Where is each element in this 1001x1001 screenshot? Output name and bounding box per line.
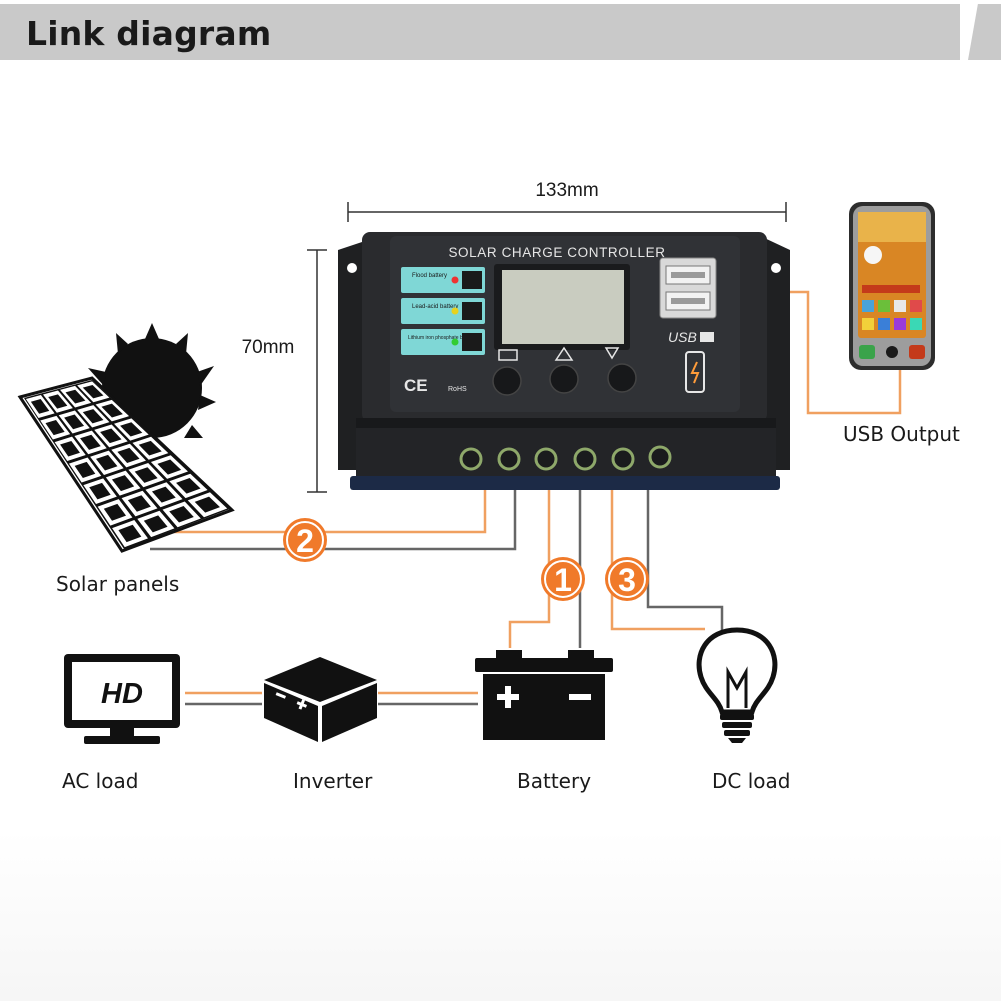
solar-cell-inner [100, 428, 122, 444]
up-button[interactable] [549, 364, 579, 394]
phone-charge-icon [685, 351, 705, 393]
solar-charge-controller: SOLAR CHARGE CONTROLLER Flood battery Le… [338, 232, 790, 490]
height-dimension: 70mm [242, 249, 327, 493]
badge-2-number: 2 [296, 523, 314, 559]
solar-cell-inner [65, 389, 86, 404]
usb-ports [659, 257, 717, 319]
solar-cell-inner [111, 475, 135, 492]
solar-cell-inner [127, 495, 151, 512]
battery-type-flood: Flood battery [412, 273, 447, 279]
solar-cell-inner [120, 422, 143, 437]
solar-cell-inner [151, 486, 176, 503]
terminals [459, 445, 672, 471]
solar-cell-inner [176, 478, 201, 494]
menu-button[interactable] [492, 366, 522, 396]
battery-label: Battery [517, 769, 592, 793]
solar-cell-inner [64, 414, 85, 430]
height-dimension-label: 70mm [242, 337, 295, 358]
solar-cell-inner [138, 440, 162, 456]
battery-icon-device [475, 650, 613, 740]
usb-mark: USB [668, 329, 697, 345]
down-button[interactable] [607, 363, 637, 393]
connection-badge-2: 2 [283, 518, 327, 562]
battery-type-lead-acid: Lead-acid battery [412, 304, 458, 310]
solar-cell-inner [118, 524, 142, 543]
connection-badge-3: 3 [605, 557, 649, 601]
rohs-mark: RoHS [448, 386, 467, 393]
solar-cell-inner [30, 399, 50, 414]
ac-load-label: AC load [62, 769, 139, 793]
solar-cell-inner [134, 467, 158, 483]
solar-cell-inner [82, 385, 104, 399]
monitor-hd-text: HD [101, 678, 143, 710]
light-bulb-icon [696, 627, 778, 743]
solar-panel-icon [17, 376, 235, 553]
solar-cell-inner [89, 482, 111, 500]
header-background [0, 4, 960, 60]
connection-badge-1: 1 [541, 557, 585, 601]
lcd-screen [502, 270, 624, 344]
solar-cell-inner [74, 461, 96, 478]
inverter-icon [264, 657, 377, 742]
terminal-block [356, 418, 776, 488]
solar-cell-inner [194, 496, 220, 513]
terminal-1 [459, 447, 483, 471]
terminal-6 [648, 445, 672, 469]
inverter-label: Inverter [293, 769, 373, 793]
solar-cell-inner [48, 394, 68, 409]
width-dimension-label: 133mm [535, 180, 598, 201]
solar-cell-inner [96, 454, 118, 471]
solar-cell-inner [82, 409, 104, 424]
usb-output-label: USB Output [843, 422, 960, 446]
badge-3-number: 3 [618, 562, 636, 598]
battery-type-lithium: Lithium iron phosphate battery [408, 335, 476, 341]
solar-cell-inner [157, 459, 182, 475]
header-bar: Link diagram [0, 4, 1001, 60]
solar-cell-inner [80, 434, 101, 450]
width-dimension: 133mm [347, 180, 787, 222]
up-arrow-icon [554, 346, 574, 361]
solar-cell-inner [143, 515, 168, 533]
monitor-icon: HD [64, 654, 180, 744]
phone-icon [849, 202, 935, 370]
terminal-5 [611, 447, 635, 471]
solar-cell-inner [169, 506, 194, 523]
controller-title: SOLAR CHARGE CONTROLLER [448, 245, 665, 260]
ce-mark: CE [404, 376, 428, 395]
down-arrow-icon [604, 347, 620, 360]
terminal-2 [497, 447, 521, 471]
solar-panels-label: Solar panels [56, 572, 180, 596]
solar-cell-inner [103, 503, 127, 521]
lightning-icon [690, 361, 700, 384]
badge-1-number: 1 [554, 562, 572, 598]
solar-cell-inner [60, 440, 80, 457]
terminal-3 [534, 447, 558, 471]
plug-icon [700, 332, 714, 342]
solar-cell-inner [101, 403, 123, 418]
battery-icon [498, 349, 518, 361]
solar-cell-inner [45, 420, 65, 436]
battery-type-indicators: Flood battery Lead-acid battery Lithium … [401, 267, 485, 355]
terminal-4 [573, 447, 597, 471]
page-title: Link diagram [26, 14, 272, 53]
solar-cell-inner [117, 447, 140, 464]
bottom-background [0, 830, 1001, 1001]
dc-load-label: DC load [712, 769, 791, 793]
